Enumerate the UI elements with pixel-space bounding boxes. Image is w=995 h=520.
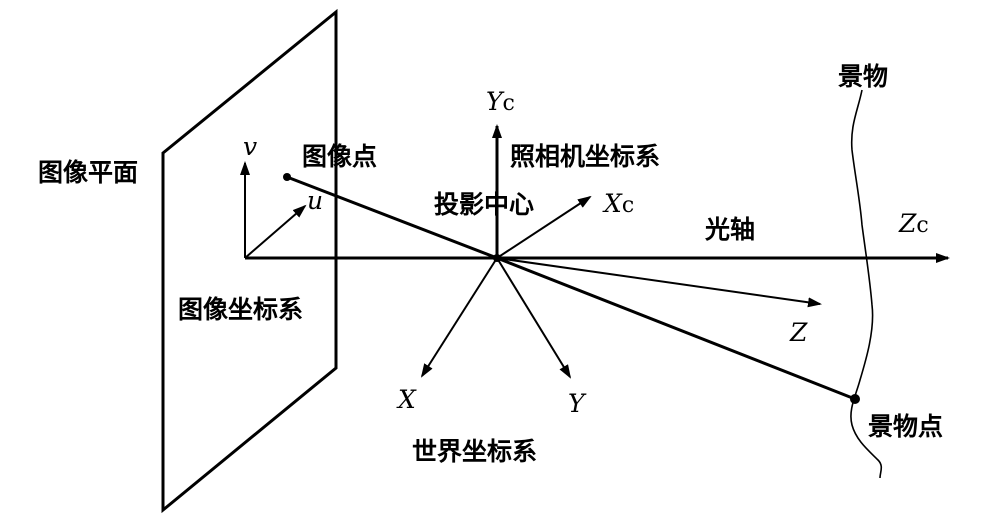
projection-ray-image	[286, 175, 498, 260]
yc-axis-label: Yc	[486, 87, 515, 116]
projection-center-dot	[493, 254, 501, 262]
u-axis-label: u	[307, 186, 323, 215]
world-coord-system-label: 世界坐标系	[412, 437, 537, 466]
u-axis	[244, 204, 307, 259]
image-point-label: 图像点	[302, 142, 377, 171]
yc-main: Y	[486, 87, 505, 116]
xc-sub: c	[622, 193, 634, 218]
xc-main: X	[602, 189, 623, 218]
world-z-axis	[496, 257, 822, 308]
projection-center-label: 投影中心	[434, 190, 534, 219]
scene-point-label: 景物点	[868, 412, 943, 441]
world-x-axis	[420, 257, 498, 378]
projection-ray-scene	[496, 256, 856, 401]
camera-coord-system-label: 照相机坐标系	[510, 142, 660, 171]
xc-axis-label: Xc	[602, 189, 634, 218]
image-plane-label: 图像平面	[38, 158, 138, 187]
world-y-axis	[496, 257, 572, 379]
optical-axis-label: 光轴	[704, 215, 755, 244]
image-plane	[161, 8, 338, 514]
zc-main: Z	[898, 209, 917, 238]
scene-outline	[850, 89, 883, 479]
image-point-dot	[283, 173, 291, 181]
world-y-label: Y	[568, 389, 587, 418]
zc-sub: c	[916, 213, 928, 238]
world-z-label: Z	[789, 318, 808, 347]
world-x-label: X	[396, 385, 417, 414]
zc-axis-label: Zc	[898, 209, 929, 238]
image-coord-system-label: 图像坐标系	[178, 295, 303, 324]
scene-label: 景物	[838, 62, 888, 91]
yc-sub: c	[503, 91, 515, 116]
xc-axis	[496, 195, 592, 259]
v-axis-label: v	[243, 132, 257, 161]
